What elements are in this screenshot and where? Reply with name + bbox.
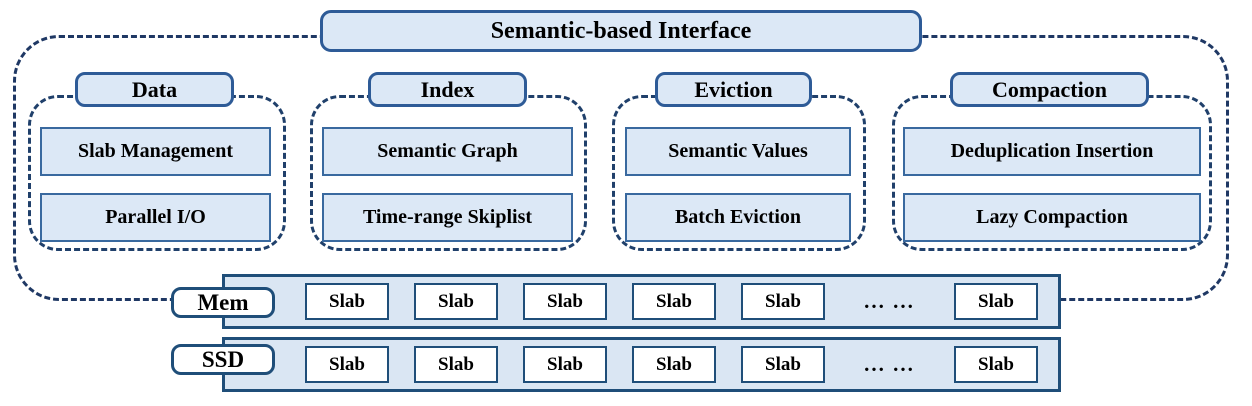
semantic-interface-label: Semantic-based Interface [490,17,752,44]
group-compaction-header-label: Compaction [992,76,1107,102]
mem-label: Mem [197,289,249,315]
ssd-slab: Slab [523,346,607,383]
ssd-slab-container: Slab Slab Slab Slab Slab ... ... Slab [222,337,1061,392]
ssd-slab: Slab [954,346,1038,383]
ssd-slab-label: Slab [978,353,1014,375]
mem-slab-label: Slab [765,290,801,312]
group-data-header: Data [75,72,234,107]
ssd-label: SSD [201,346,245,372]
group-eviction-header: Eviction [655,72,812,107]
ssd-slab-label: Slab [438,353,474,375]
ssd-slab: Slab [414,346,498,383]
group-compaction-header: Compaction [950,72,1149,107]
group-index-header: Index [368,72,527,107]
mem-slab: Slab [632,283,716,320]
ssd-slab-label: Slab [656,353,692,375]
box-batch-eviction: Batch Eviction [625,193,851,242]
group-eviction-header-label: Eviction [694,76,773,102]
mem-slab: Slab [305,283,389,320]
mem-slab-label: Slab [547,290,583,312]
mem-slab-label: Slab [438,290,474,312]
box-slab-management-label: Slab Management [78,140,233,162]
mem-slab: Slab [414,283,498,320]
group-index-header-label: Index [420,76,475,102]
box-semantic-values-label: Semantic Values [668,140,808,162]
mem-slab: Slab [523,283,607,320]
mem-slab-container: Slab Slab Slab Slab Slab ... ... Slab [222,274,1061,329]
box-batch-eviction-label: Batch Eviction [674,206,802,228]
mem-slab: Slab [741,283,825,320]
mem-ellipsis: ... ... [864,289,915,313]
box-parallel-io: Parallel I/O [40,193,271,242]
ssd-slab: Slab [632,346,716,383]
ssd-slab-label: Slab [329,353,365,375]
mem-slab: Slab [954,283,1038,320]
box-deduplication-insertion: Deduplication Insertion [903,127,1201,176]
mem-slab-label: Slab [656,290,692,312]
ssd-slab-label: Slab [547,353,583,375]
box-lazy-compaction-label: Lazy Compaction [976,206,1128,228]
box-semantic-graph: Semantic Graph [322,127,573,176]
box-slab-management: Slab Management [40,127,271,176]
mem-slab-label: Slab [329,290,365,312]
box-parallel-io-label: Parallel I/O [105,206,206,228]
box-lazy-compaction: Lazy Compaction [903,193,1201,242]
box-semantic-graph-label: Semantic Graph [377,140,518,162]
box-time-range-skiplist: Time-range Skiplist [322,193,573,242]
mem-label-box: Mem [171,287,275,318]
box-deduplication-insertion-label: Deduplication Insertion [950,140,1154,162]
ssd-label-box: SSD [171,344,275,375]
group-data-header-label: Data [131,76,178,102]
ssd-slab: Slab [305,346,389,383]
ssd-slab: Slab [741,346,825,383]
mem-slab-label: Slab [978,290,1014,312]
ssd-slab-label: Slab [765,353,801,375]
box-semantic-values: Semantic Values [625,127,851,176]
semantic-interface-box: Semantic-based Interface [320,10,922,52]
ssd-ellipsis: ... ... [864,352,915,376]
box-time-range-skiplist-label: Time-range Skiplist [362,206,533,228]
